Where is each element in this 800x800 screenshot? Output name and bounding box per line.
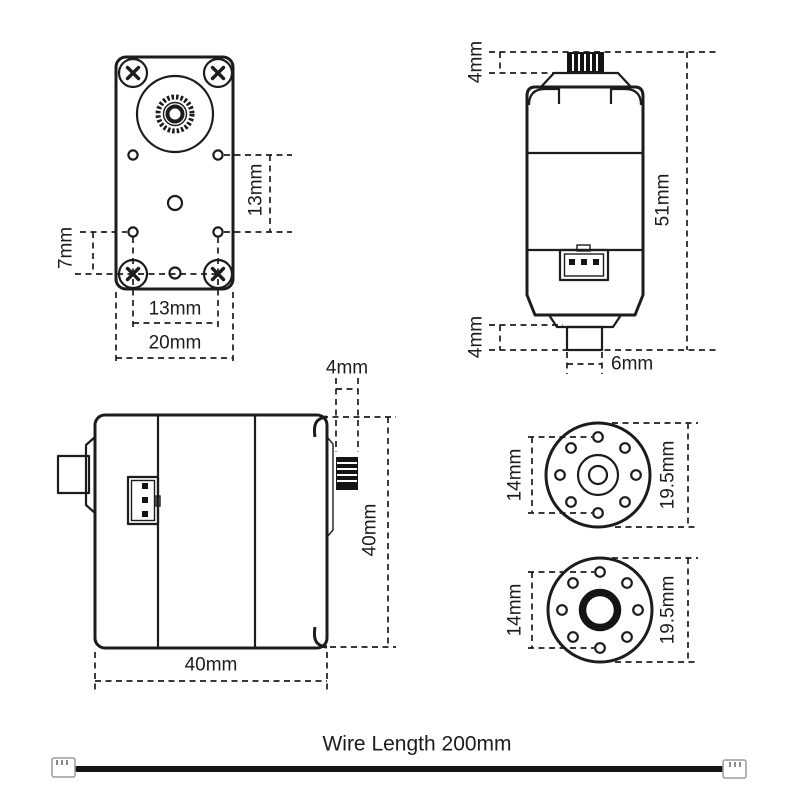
dim-label-13mm-vertical: 13mm bbox=[246, 164, 267, 217]
dim-13mm-vertical: 13mm bbox=[224, 154, 292, 233]
wire-length-label: Wire Length 200mm bbox=[322, 733, 511, 756]
spline-shaft bbox=[567, 52, 604, 73]
dim-label-14mm-ring: 14mm bbox=[505, 584, 526, 637]
horn-holes bbox=[554, 431, 642, 519]
output-shaft-boss bbox=[135, 74, 215, 154]
top-view: 4mm 40mm 40mm bbox=[56, 358, 396, 690]
horn-ring-view: 14mm 19.5mm bbox=[505, 556, 698, 664]
bottom-boss bbox=[565, 325, 604, 352]
horn-center-hole bbox=[587, 464, 609, 486]
dim-label-7mm: 7mm bbox=[56, 227, 77, 269]
top-body-outline bbox=[93, 413, 329, 650]
center-hole bbox=[166, 194, 184, 212]
horn-ring-hub bbox=[578, 588, 622, 632]
dim-20mm: 20mm bbox=[115, 292, 234, 365]
bottom-center-hole bbox=[168, 266, 182, 280]
dim-51mm: 51mm bbox=[653, 52, 688, 350]
dim-label-51mm: 51mm bbox=[653, 174, 674, 227]
mount-hole bbox=[212, 149, 224, 161]
shaft-step bbox=[326, 436, 334, 538]
dim-label-40mm-bottom: 40mm bbox=[185, 655, 238, 676]
horn-hub bbox=[576, 453, 620, 497]
front-body-outline bbox=[114, 55, 235, 291]
shaft-cap bbox=[539, 71, 633, 89]
dim-4mm-bottom: 4mm bbox=[466, 316, 718, 358]
front-view: 7mm 13mm 13mm 20mm bbox=[56, 55, 292, 365]
connector-port bbox=[126, 475, 161, 526]
dim-label-19.5mm-ring: 19.5mm bbox=[658, 576, 679, 645]
dim-14mm-ring: 14mm bbox=[505, 571, 594, 649]
side-body-outline bbox=[525, 85, 645, 317]
dim-label-4mm-bottom: 4mm bbox=[466, 316, 487, 358]
horn-holes bbox=[556, 566, 644, 654]
dim-13mm-horizontal: 13mm bbox=[132, 237, 219, 330]
bottom-boss-side bbox=[56, 454, 91, 495]
mount-ear bbox=[527, 87, 561, 106]
dim-label-4mm-spline: 4mm bbox=[326, 358, 368, 379]
dim-40mm-right: 40mm bbox=[322, 416, 396, 648]
mount-ear bbox=[312, 626, 328, 649]
wire-connector-right bbox=[722, 759, 747, 779]
dim-label-13mm-horizontal: 13mm bbox=[149, 299, 202, 320]
dim-19.5mm-ring: 19.5mm bbox=[612, 557, 698, 663]
mount-hole bbox=[212, 226, 224, 238]
wire-view: Wire Length 200mm bbox=[51, 733, 747, 779]
boss-bracket bbox=[84, 436, 96, 514]
side-view: 4mm 51mm 4mm 6mm bbox=[466, 41, 718, 375]
dim-40mm-bottom: 40mm bbox=[94, 652, 328, 690]
dim-label-6mm: 6mm bbox=[611, 354, 653, 375]
corner-screw bbox=[202, 57, 234, 89]
dim-label-19.5mm-disc: 19.5mm bbox=[658, 441, 679, 510]
dim-label-14mm-disc: 14mm bbox=[505, 449, 526, 502]
dim-4mm-top: 4mm bbox=[466, 41, 718, 83]
spline-shaft bbox=[336, 457, 358, 490]
horn-disc-outline bbox=[544, 421, 652, 529]
dim-label-40mm-right: 40mm bbox=[360, 504, 381, 557]
case-seams bbox=[527, 151, 643, 252]
dim-label-20mm: 20mm bbox=[149, 333, 202, 354]
dim-4mm-spline: 4mm bbox=[326, 358, 368, 452]
wire-cable bbox=[74, 766, 725, 772]
dim-6mm: 6mm bbox=[566, 352, 653, 375]
dim-label-4mm-top: 4mm bbox=[466, 41, 487, 83]
dim-14mm-disc: 14mm bbox=[505, 436, 592, 514]
corner-screw bbox=[117, 57, 149, 89]
wire-connector-left bbox=[51, 757, 76, 778]
horn-disc-view: 14mm 19.5mm bbox=[505, 421, 698, 529]
dim-19.5mm-disc: 19.5mm bbox=[612, 422, 698, 528]
dim-7mm: 7mm bbox=[56, 227, 218, 275]
mount-ear bbox=[609, 87, 643, 106]
case-seams bbox=[156, 415, 257, 648]
mount-hole bbox=[127, 226, 139, 238]
horn-ring-outline bbox=[546, 556, 654, 664]
connector-port bbox=[558, 244, 610, 282]
mount-hole bbox=[127, 149, 139, 161]
bottom-pedestal bbox=[547, 313, 623, 329]
